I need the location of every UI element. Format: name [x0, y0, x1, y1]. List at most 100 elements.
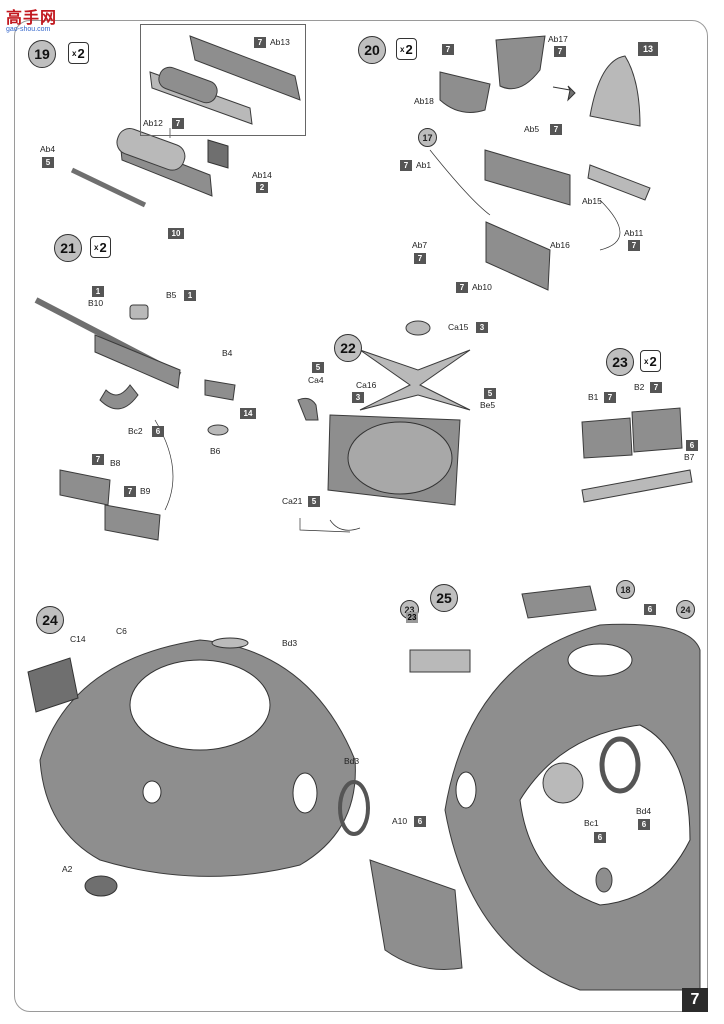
- part-label-ab13: Ab13: [270, 37, 290, 47]
- logo-text: 高手网: [6, 8, 58, 27]
- part-label-b8: B8: [110, 458, 121, 468]
- part-label-b9: B9: [140, 486, 151, 496]
- part-label-ab12: Ab12: [143, 118, 163, 128]
- part-label-b5: B5: [166, 290, 177, 300]
- part-label-b6: B6: [210, 446, 221, 456]
- part-label-b1: B1: [588, 392, 599, 402]
- sprue-badge: 7: [650, 382, 662, 393]
- sprue-badge: 7: [628, 240, 640, 251]
- step-24-marker: 24: [36, 606, 64, 634]
- sprue-badge: 6: [414, 816, 426, 827]
- mult-value: 2: [649, 353, 657, 369]
- part-label-ab1: Ab1: [416, 160, 432, 170]
- sprue-badge: 3: [352, 392, 364, 403]
- callout-step-24: 24: [676, 600, 695, 619]
- callout-step-13: 13: [638, 42, 658, 56]
- part-label-b7: B7: [684, 452, 695, 462]
- sprue-badge: 1: [184, 290, 196, 301]
- site-logo: 高手网 gao-shou.com: [6, 4, 57, 34]
- sprue-badge: 7: [254, 37, 266, 48]
- part-label-b4: B4: [222, 348, 233, 358]
- part-label-c14: C14: [70, 634, 86, 644]
- sprue-badge: 7: [442, 44, 454, 55]
- sprue-badge: 3: [476, 322, 488, 333]
- step-22-marker: 22: [334, 334, 362, 362]
- sprue-badge: 7: [172, 118, 184, 129]
- step20-mechanism-parts: [429, 35, 651, 291]
- sprue-badge: 7: [400, 160, 412, 171]
- logo-url: gao-shou.com: [6, 26, 51, 33]
- part-label-bc2: Bc2: [128, 426, 143, 436]
- step-20-marker: 20: [358, 36, 386, 64]
- part-label-ab14: Ab14: [252, 170, 272, 180]
- sprue-badge: 6: [594, 832, 606, 843]
- step-25-marker: 25: [430, 584, 458, 612]
- part-label-b10: B10: [88, 298, 104, 308]
- part-label-ca16: Ca16: [356, 380, 377, 390]
- step19-barrel-parts: [70, 35, 301, 208]
- sprue-badge: 6: [638, 819, 650, 830]
- sprue-badge: 7: [92, 454, 104, 465]
- part-label-ab17: Ab17: [548, 34, 568, 44]
- sprue-badge: 7: [554, 46, 566, 57]
- step19-inset-frame: [140, 24, 306, 136]
- mult-value: 2: [99, 239, 107, 255]
- part-label-bc1: Bc1: [584, 818, 599, 828]
- sprue-badge: 7: [124, 486, 136, 497]
- step-19-marker: 19: [28, 40, 56, 68]
- part-label-a10: A10: [392, 816, 408, 826]
- part-label-a2: A2: [62, 864, 73, 874]
- sprue-badge: 5: [42, 157, 54, 168]
- part-label-ca21: Ca21: [282, 496, 303, 506]
- part-label-b2: B2: [634, 382, 645, 392]
- part-label-ab10: Ab10: [472, 282, 492, 292]
- part-label-bd3-side: Bd3: [344, 756, 360, 766]
- sprue-badge: 7: [456, 282, 468, 293]
- part-label-bd4: Bd4: [636, 806, 652, 816]
- page-number: 7: [682, 988, 708, 1012]
- part-label-ab7: Ab7: [412, 240, 428, 250]
- sprue-badge: 5: [312, 362, 324, 373]
- step22-fan-hatch-parts: [297, 320, 471, 533]
- step-23-marker: 23: [606, 348, 634, 376]
- part-label-ab4: Ab4: [40, 144, 56, 154]
- part-label-be5: Be5: [480, 400, 496, 410]
- sprue-badge: 1: [92, 286, 104, 297]
- part-label-ab11: Ab11: [624, 228, 644, 238]
- mult-value: 2: [77, 45, 85, 61]
- sprue-badge: 7: [414, 253, 426, 264]
- sprue-badge: 2: [256, 182, 268, 193]
- part-label-ab16: Ab16: [550, 240, 570, 250]
- step23-ammo-box-parts: [581, 407, 693, 503]
- step21-machine-gun-parts: [34, 297, 236, 541]
- part-label-ab18: Ab18: [414, 96, 434, 106]
- sprue-badge: 7: [550, 124, 562, 135]
- sprue-badge: 6: [686, 440, 698, 451]
- sprue-badge: 23: [406, 612, 418, 623]
- sprue-badge: 10: [168, 228, 184, 239]
- page-frame: [14, 20, 708, 1012]
- step24-dome-parts: [27, 637, 370, 897]
- part-label-ca15: Ca15: [448, 322, 469, 332]
- part-label-ab5: Ab5: [524, 124, 540, 134]
- sprue-badge: 6: [152, 426, 164, 437]
- sprue-badge: 6: [644, 604, 656, 615]
- part-label-ca4: Ca4: [308, 375, 324, 385]
- sprue-badge: 5: [484, 388, 496, 399]
- sprue-badge: 5: [308, 496, 320, 507]
- part-label-ab15: Ab15: [582, 196, 602, 206]
- sprue-badge: 14: [240, 408, 256, 419]
- mult-value: 2: [405, 41, 413, 57]
- callout-step-18: 18: [616, 580, 635, 599]
- part-label-bd3-top: Bd3: [282, 638, 298, 648]
- sprue-badge: 7: [604, 392, 616, 403]
- step25-interior-dome-parts: [369, 585, 701, 991]
- part-label-c6: C6: [116, 626, 127, 636]
- callout-step-17: 17: [418, 128, 437, 147]
